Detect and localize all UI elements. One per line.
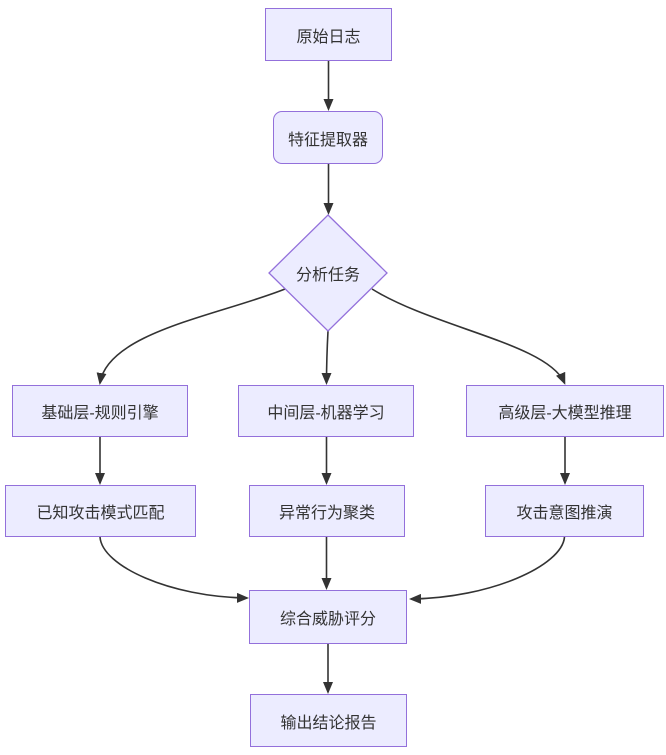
node-pattern-match: 已知攻击模式匹配 xyxy=(5,485,196,537)
node-anomaly-cluster-label: 异常行为聚类 xyxy=(278,505,375,522)
node-intent-deduction: 攻击意图推演 xyxy=(485,485,644,537)
node-feature-extractor-label: 特征提取器 xyxy=(287,131,368,149)
node-intent-deduction-label: 攻击意图推演 xyxy=(516,505,613,522)
edge-analysis-task-to-ml-layer xyxy=(321,330,332,385)
node-final-report: 输出结论报告 xyxy=(250,694,407,747)
node-analysis-task: 分析任务 xyxy=(269,253,387,293)
node-rule-engine-label: 基础层-规则引擎 xyxy=(41,405,159,422)
node-threat-score-label: 综合威胁评分 xyxy=(279,611,376,628)
node-raw-logs: 原始日志 xyxy=(265,8,392,61)
node-llm-layer: 高级层-大模型推理 xyxy=(466,385,664,437)
node-final-report-label: 输出结论报告 xyxy=(280,714,377,732)
node-llm-layer-label: 高级层-大模型推理 xyxy=(498,405,632,422)
node-raw-logs-label: 原始日志 xyxy=(296,28,361,46)
node-feature-extractor: 特征提取器 xyxy=(273,111,383,164)
edge-pattern-match-to-threat-score xyxy=(99,536,249,603)
edge-analysis-task-to-llm-layer xyxy=(371,288,566,385)
node-threat-score: 综合威胁评分 xyxy=(249,590,407,644)
node-ml-layer: 中间层-机器学习 xyxy=(238,385,414,437)
node-anomaly-cluster: 异常行为聚类 xyxy=(249,485,405,537)
edge-intent-deduction-to-threat-score xyxy=(409,536,566,604)
analysis-task-diamond-shape xyxy=(268,214,388,332)
node-rule-engine: 基础层-规则引擎 xyxy=(12,385,188,437)
edge-analysis-task-to-rule-engine xyxy=(96,288,286,385)
node-analysis-task-label: 分析任务 xyxy=(295,267,360,284)
node-pattern-match-label: 已知攻击模式匹配 xyxy=(36,505,165,522)
node-ml-layer-label: 中间层-机器学习 xyxy=(267,405,385,422)
